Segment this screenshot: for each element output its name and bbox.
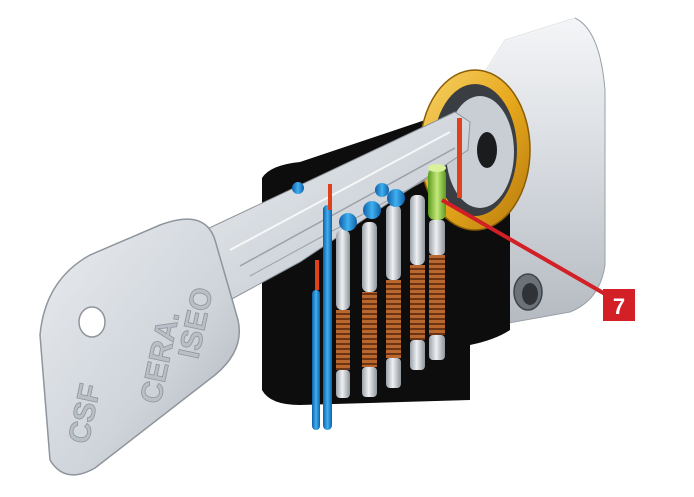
pin-stack <box>362 201 381 397</box>
blue-pin-tip <box>292 182 304 194</box>
red-pin <box>315 260 319 290</box>
blue-side-pin <box>323 205 332 430</box>
pin-stack <box>386 189 405 388</box>
blue-side-pin <box>312 290 320 430</box>
key-blade <box>204 111 471 301</box>
key-bow-hole <box>78 306 106 338</box>
callout-leader-line <box>441 198 613 300</box>
key-bow: CSF CERA. ISEO <box>39 218 241 476</box>
pin-stack <box>336 213 357 398</box>
pin-stack-green <box>428 164 446 360</box>
red-pin <box>328 184 332 210</box>
callout-badge <box>603 289 635 321</box>
pin-stack <box>410 195 425 370</box>
blue-pin-tip <box>375 183 389 197</box>
pin-stacks <box>292 118 462 430</box>
red-pin <box>457 118 462 198</box>
callout-7: 7 <box>441 198 635 321</box>
callout-number: 7 <box>613 294 625 319</box>
